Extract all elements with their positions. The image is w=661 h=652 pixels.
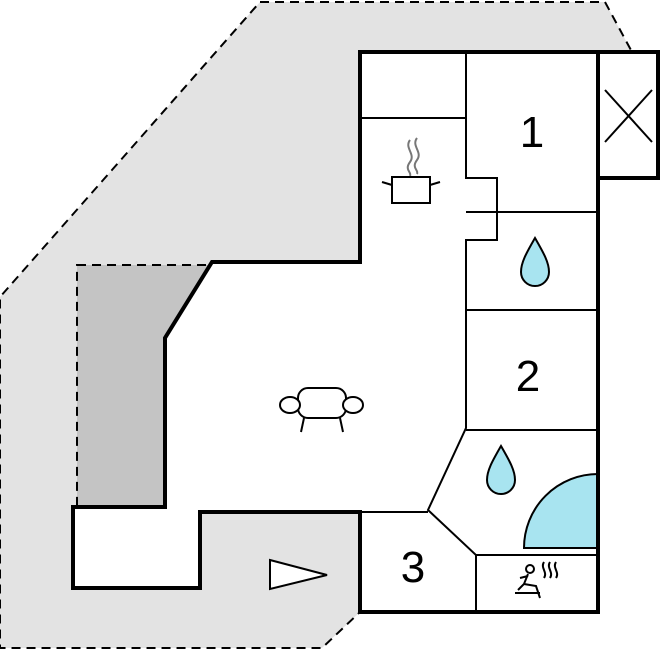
entrance-arrow-icon bbox=[269, 558, 328, 591]
sauna-icon bbox=[515, 561, 559, 599]
water-drop-icon bbox=[485, 443, 517, 495]
room-1-label: 1 bbox=[520, 108, 544, 157]
sofa-icon bbox=[279, 387, 364, 433]
interior-walls bbox=[360, 52, 598, 612]
spa-pool bbox=[522, 472, 599, 549]
room-3-label: 3 bbox=[401, 543, 425, 592]
room-2-label: 2 bbox=[516, 352, 540, 401]
outer-walls bbox=[71, 50, 660, 614]
house-floor bbox=[73, 52, 598, 612]
water-drop-icon bbox=[519, 235, 551, 287]
cooking-pot-icon bbox=[381, 137, 441, 204]
void-cross-icon bbox=[604, 89, 653, 143]
